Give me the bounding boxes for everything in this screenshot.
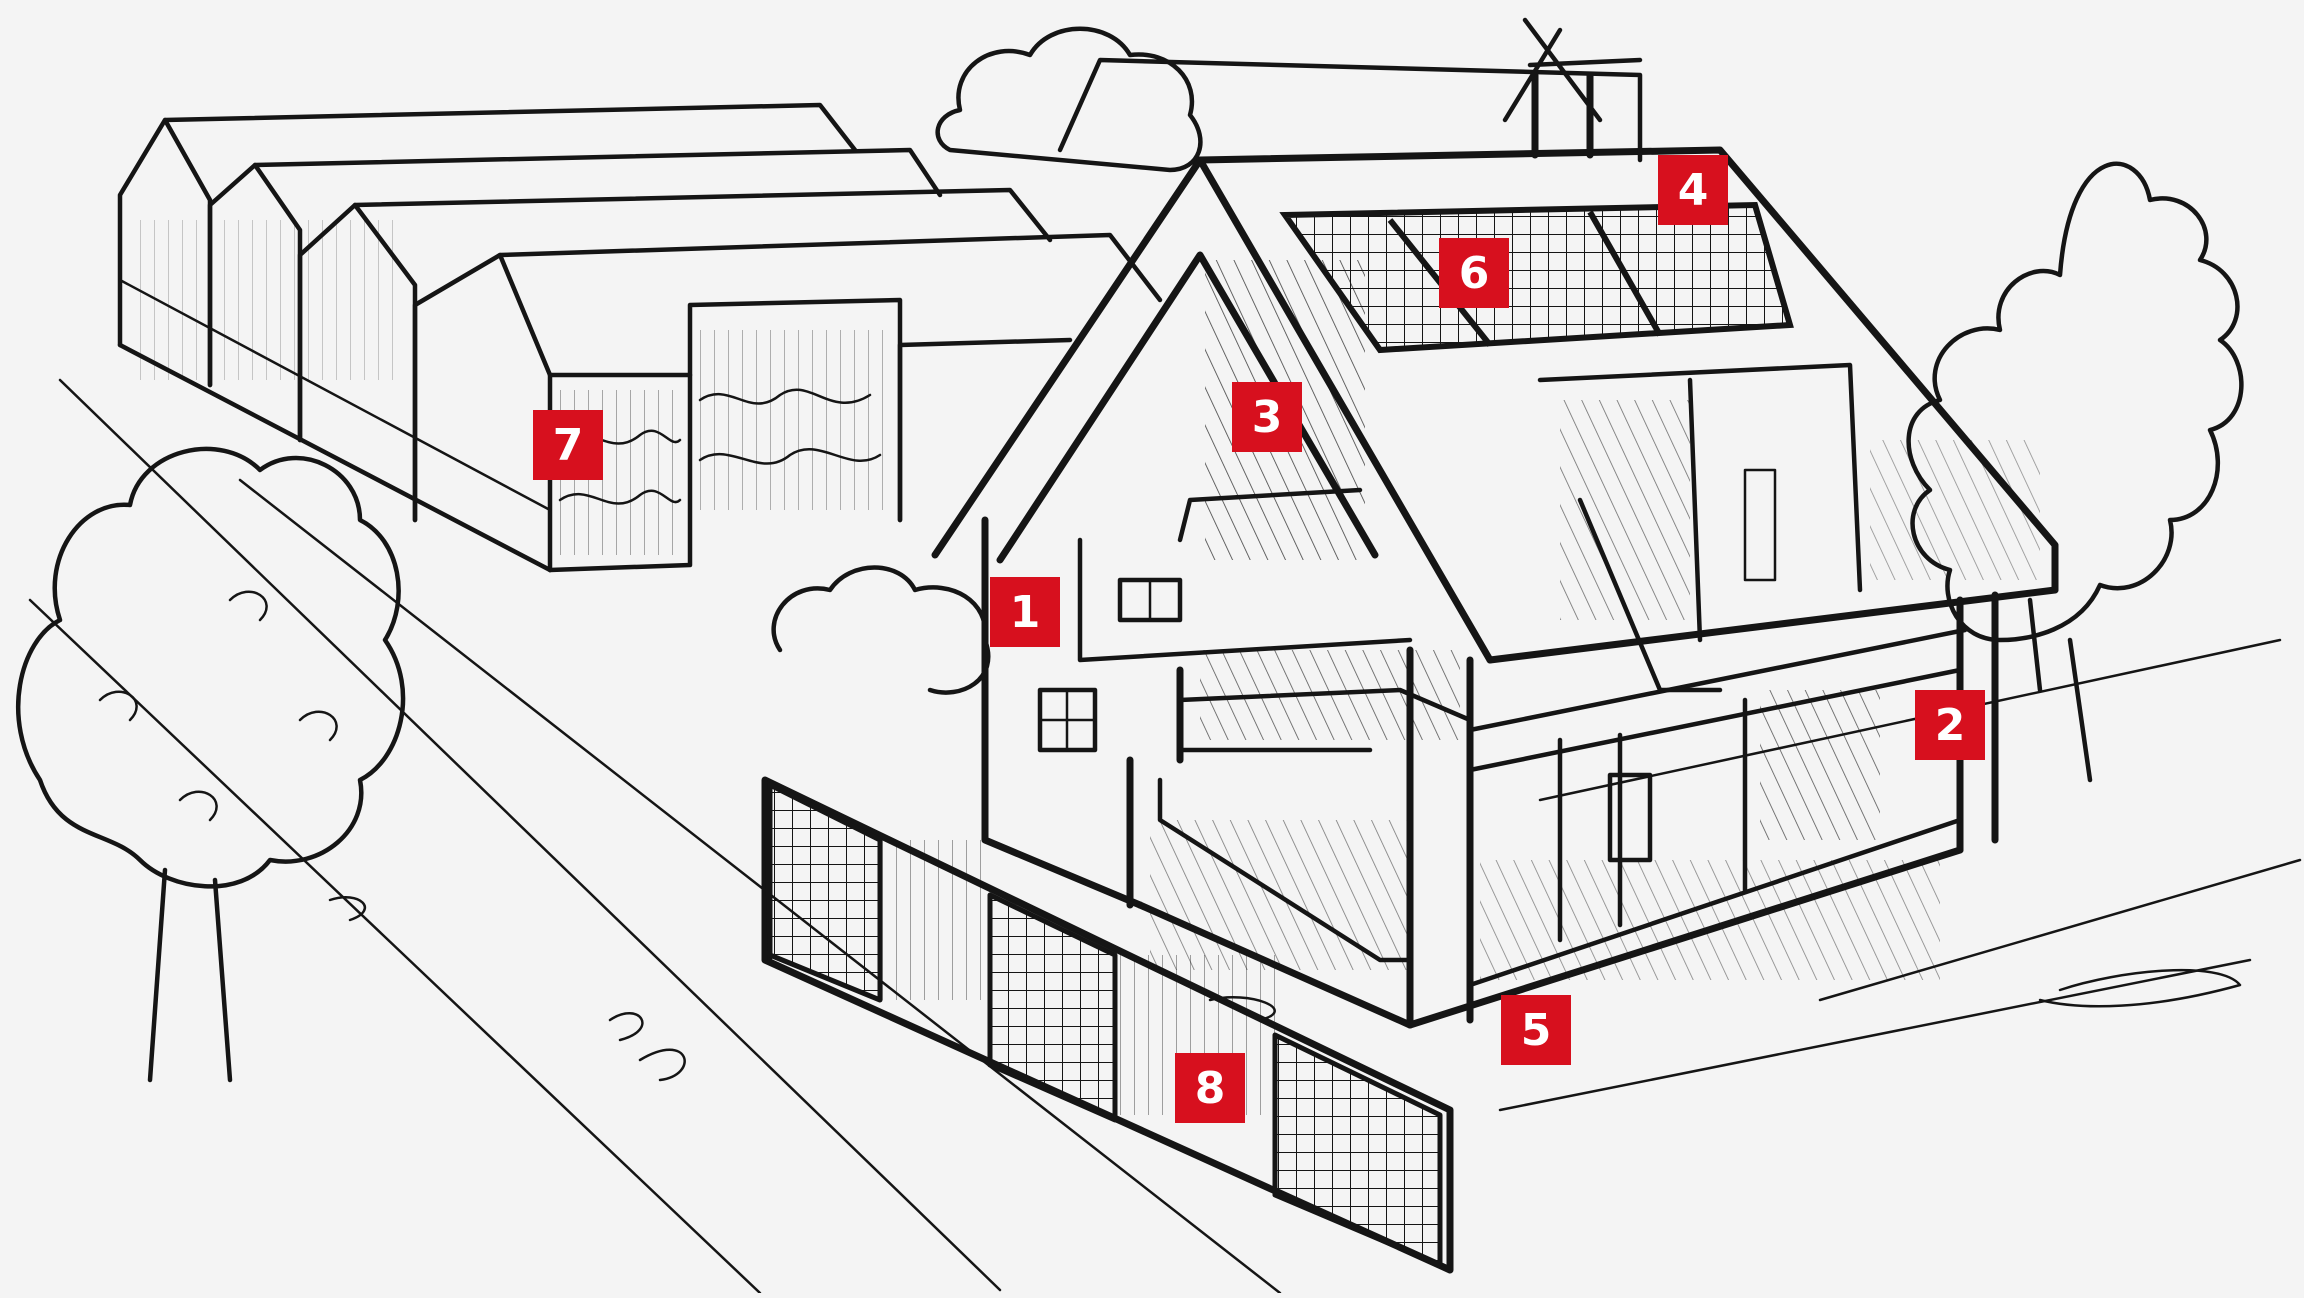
marker-3-label: 3 [1251,391,1283,443]
marker-2-label: 2 [1934,699,1966,751]
shrub [771,565,991,695]
tree-left [15,446,406,1083]
marker-6[interactable]: 6 [1439,238,1509,308]
marker-8-label: 8 [1194,1062,1226,1114]
house [931,17,2059,1029]
greenhouses [117,102,1163,573]
marker-7[interactable]: 7 [533,410,603,480]
marker-3[interactable]: 3 [1232,382,1302,452]
marker-1-label: 1 [1009,586,1041,638]
marker-5[interactable]: 5 [1501,995,1571,1065]
marker-2[interactable]: 2 [1915,690,1985,760]
marker-4-label: 4 [1677,164,1709,216]
marker-1[interactable]: 1 [990,577,1060,647]
marker-6-label: 6 [1458,247,1490,299]
marker-7-label: 7 [552,419,584,471]
marker-4[interactable]: 4 [1658,155,1728,225]
marker-5-label: 5 [1520,1004,1552,1056]
marker-8[interactable]: 8 [1175,1053,1245,1123]
ground-lines [28,378,2302,1295]
solar-panels [1279,201,1794,354]
fence [761,776,1454,1274]
tree-back [935,26,1203,173]
